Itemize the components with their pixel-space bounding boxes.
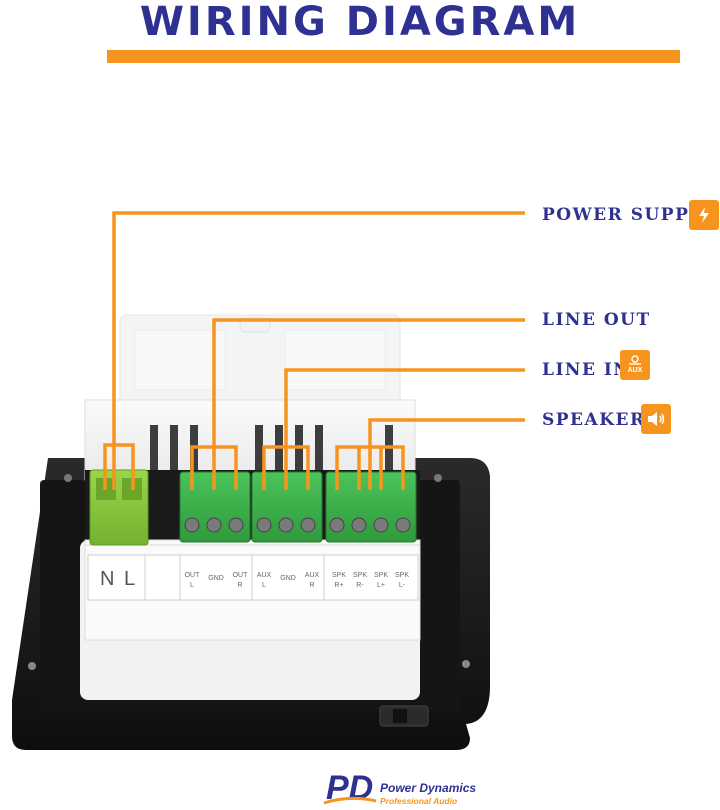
speaker-terminal-block xyxy=(325,471,417,543)
leader-power-supply xyxy=(112,211,525,490)
speaker-icon xyxy=(641,404,671,434)
svg-text:R: R xyxy=(309,582,314,589)
terminal-label-spk-r-plus: SPK xyxy=(332,572,346,579)
label-line-out: LINE OUT xyxy=(542,310,651,330)
terminal-label-aux-r: AUX xyxy=(305,572,320,579)
power-terminal-block xyxy=(89,469,149,546)
brand-name: Power Dynamics xyxy=(380,781,477,795)
terminal-label-spk-l-plus: SPK xyxy=(374,572,388,579)
terminal-label-aux-l: AUX xyxy=(257,572,272,579)
label-power-supply: POWER SUPPLY xyxy=(542,205,716,225)
aux-icon-label: AUX xyxy=(627,367,643,374)
label-speakers: SPEAKERS xyxy=(542,410,660,430)
terminal-label-l: L xyxy=(124,568,135,590)
svg-text:R+: R+ xyxy=(334,582,343,589)
pd-logo-mark: PD xyxy=(323,769,377,807)
svg-text:L+: L+ xyxy=(377,582,385,589)
terminal-label-out-l: OUT xyxy=(185,572,201,579)
leader-line-in xyxy=(284,368,525,490)
line-in-terminal-block xyxy=(251,471,323,543)
svg-text:R: R xyxy=(237,582,242,589)
terminal-label-strip: N L OUT L GND OUT R AUX L GND AUX R SPK … xyxy=(87,554,419,601)
terminal-label-gnd-in: GND xyxy=(280,575,296,582)
svg-text:L-: L- xyxy=(399,582,406,589)
page-title: WIRING DIAGRAM xyxy=(139,0,581,45)
brand-logo: PD Power Dynamics Professional Audio xyxy=(322,765,502,810)
rear-housing xyxy=(119,314,401,406)
leader-lines xyxy=(103,211,525,490)
brand-tagline: Professional Audio xyxy=(380,796,458,806)
lightning-icon xyxy=(689,200,719,230)
terminal-label-out-r: OUT xyxy=(233,572,249,579)
terminal-label-spk-l-minus: SPK xyxy=(395,572,409,579)
line-out-terminal-block xyxy=(179,471,251,543)
title-underline xyxy=(107,50,680,63)
svg-text:L: L xyxy=(262,582,266,589)
label-line-in: LINE IN xyxy=(542,360,631,380)
svg-text:L: L xyxy=(190,582,194,589)
terminal-label-n: N xyxy=(100,568,114,590)
terminal-label-spk-r-minus: SPK xyxy=(353,572,367,579)
leader-line-out xyxy=(212,318,525,490)
svg-text:R-: R- xyxy=(356,582,364,589)
terminal-label-gnd-out: GND xyxy=(208,575,224,582)
leader-speakers xyxy=(368,418,525,490)
aux-icon: AUX xyxy=(620,350,650,380)
